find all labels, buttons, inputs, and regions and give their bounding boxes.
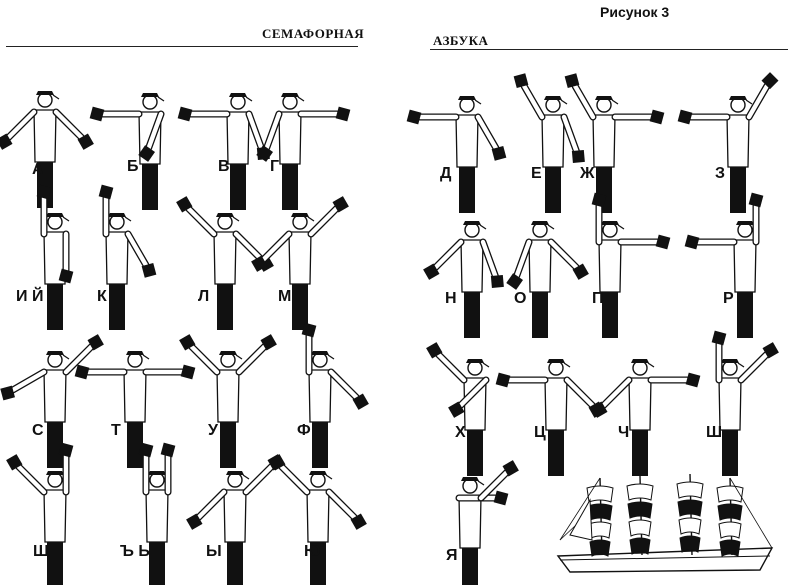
fig-n — [423, 221, 504, 338]
fig-yu — [269, 454, 367, 585]
fig-sh — [711, 330, 779, 476]
fig-zh — [564, 73, 665, 213]
letter-s: С — [32, 422, 44, 439]
fig-k — [98, 184, 157, 330]
fig-r — [684, 192, 764, 338]
fig-e — [513, 73, 585, 213]
letter-shch: Щ — [33, 543, 50, 560]
letter-v: В — [218, 158, 230, 175]
fig-d — [406, 96, 507, 213]
letter-ch: Ч — [618, 424, 630, 441]
fig-f — [301, 322, 369, 468]
letter-p: П — [592, 290, 604, 307]
header-left: СЕМАФОРНАЯ — [262, 26, 365, 41]
fig-i — [36, 184, 74, 330]
fig-t — [74, 351, 196, 468]
letter-h: Х — [455, 424, 466, 441]
fig-u — [179, 334, 277, 468]
fig-ch — [591, 359, 701, 476]
letter-u: У — [208, 422, 218, 439]
letter-y: Ы — [206, 543, 222, 560]
fig-b — [89, 93, 165, 210]
header-left-rule — [6, 46, 358, 47]
fig-shch — [6, 442, 74, 585]
fig-ts — [495, 359, 605, 476]
letter-i: И Й — [16, 288, 44, 305]
letter-d: Д — [440, 165, 452, 182]
letter-ts: Ц — [534, 424, 546, 441]
letter-b: Б — [127, 158, 139, 175]
letter-n: Н — [445, 290, 457, 307]
letter-zh: Ж — [580, 165, 595, 182]
letter-hard-soft: Ъ Ь — [120, 543, 150, 560]
fig-s — [0, 334, 104, 468]
fig-y — [186, 454, 284, 585]
fig-z — [677, 72, 779, 213]
fig-v — [177, 93, 270, 210]
sailing-ship-illustration — [556, 473, 774, 573]
fig-m — [251, 196, 349, 330]
fig-p — [591, 192, 671, 338]
letter-k: К — [97, 288, 107, 305]
letter-a: А — [32, 161, 44, 178]
letter-z: З — [715, 165, 726, 182]
fig-o — [506, 221, 589, 338]
letter-o: О — [514, 290, 527, 307]
letter-m: М — [278, 288, 292, 305]
fig-h — [426, 342, 490, 476]
letter-g: Г — [270, 158, 280, 175]
fig-ya — [455, 460, 519, 585]
fig-l — [176, 196, 274, 330]
letter-l: Л — [198, 288, 210, 305]
letter-ya: Я — [446, 547, 458, 564]
fig-g — [256, 93, 351, 210]
header-right-rule — [430, 49, 788, 50]
letter-r: Р — [723, 290, 734, 307]
letter-t: Т — [111, 422, 121, 439]
fig-hard-soft — [138, 442, 176, 585]
letter-f: Ф — [297, 422, 311, 439]
header-right: АЗБУКА — [433, 33, 489, 48]
letter-e: Е — [531, 165, 542, 182]
letter-sh: Ш — [706, 424, 723, 441]
letter-yu: Ю — [304, 543, 321, 560]
figure-label: Рисунок 3 — [600, 4, 670, 20]
